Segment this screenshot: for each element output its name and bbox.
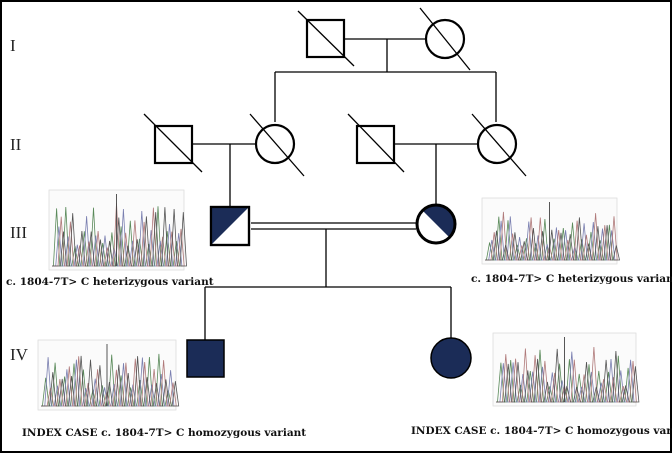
caption-gen3-right: c. 1804-7T> C heterizygous variant [471,273,672,285]
chromatogram-trace [52,203,185,267]
deceased-slash [471,113,527,177]
chromatogram-traces [485,202,620,261]
chromatogram-trace [41,357,175,407]
chromatogram-trace [496,348,640,403]
individual-II-3 [347,113,405,173]
individual-IV-1 [186,339,225,378]
pedigree-lines [192,38,497,340]
affected-female-symbol [430,337,472,379]
female-outline [415,203,457,245]
chromatogram-trace [41,355,180,407]
carrier-shading [211,207,249,245]
individual-III-2 [415,203,457,245]
deceased-slash [297,10,355,67]
individual-IV-2 [430,337,472,379]
chromatogram-trace [52,207,187,267]
caption-gen4-right: INDEX CASE c. 1804-7T> C homozygous vari… [411,425,672,437]
individual-I-2 [419,7,471,71]
chromatogram-traces [52,194,187,267]
chromatogram-trace [485,217,620,261]
male-symbol [355,124,396,165]
chromatogram-traces [41,344,180,407]
chromatogram-traces [496,337,640,403]
generation-label-2: II [10,135,22,154]
individual-III-1 [209,205,251,247]
label-mask [12,10,82,28]
generation-label-3: III [10,223,27,242]
caption-gen3-left: c. 1804-7T> C heterizygous variant [6,276,214,288]
chromatogram-trace [41,356,177,407]
deceased-slash [143,113,203,173]
chromatogram-gen4-right [492,332,640,407]
deceased-slash [419,7,471,71]
chromatogram-trace [496,346,637,403]
affected-male-symbol [186,339,225,378]
individual-II-2 [249,113,305,177]
deceased-slash [347,113,405,173]
chromatogram-gen3-left [48,189,187,271]
male-outline [209,205,251,247]
individual-II-4 [471,113,527,177]
caption-gen4-left: INDEX CASE c. 1804-7T> C homozygous vari… [22,427,306,439]
individual-II-1 [143,113,203,173]
chromatogram-gen3-right [481,197,620,265]
chromatogram-trace [496,351,635,403]
individual-I-1 [297,10,355,67]
chromatogram-trace [485,211,618,261]
chromatogram-trace [52,208,183,267]
chromatogram-gen4-left [37,339,180,411]
male-symbol [153,124,194,165]
generation-label-1: I [10,36,16,55]
generation-label-4: IV [10,345,29,364]
deceased-slash [249,113,305,177]
